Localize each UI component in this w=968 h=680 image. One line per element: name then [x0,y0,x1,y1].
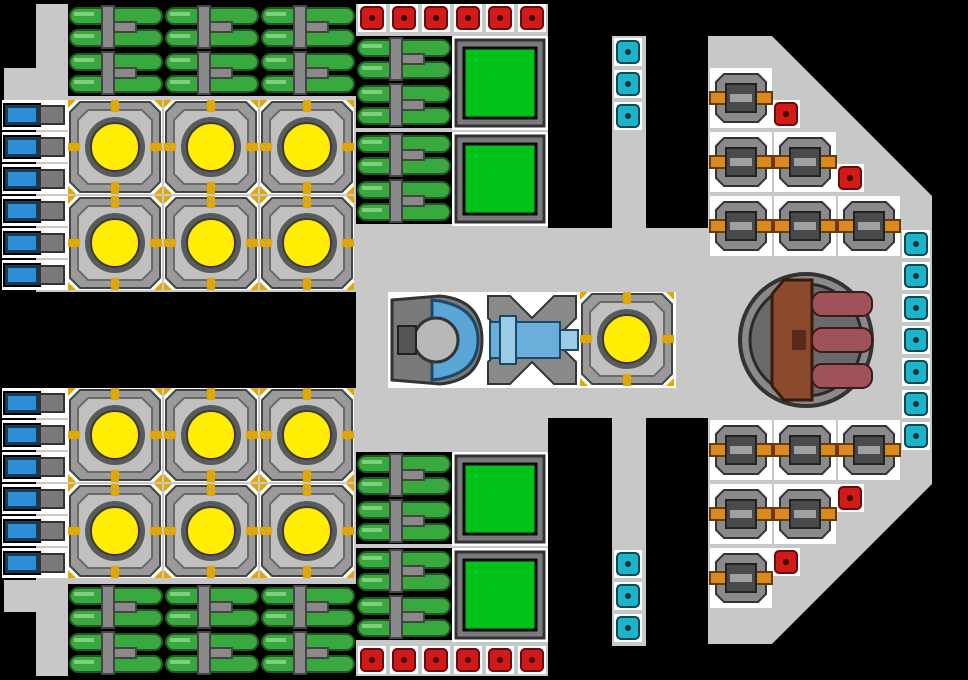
fuel-tanks-top [67,3,357,97]
fuel-tanks-bottom [67,583,357,677]
cyan-lights-right [901,229,931,451]
reactor-central [579,291,675,387]
main-cannon [738,272,874,408]
